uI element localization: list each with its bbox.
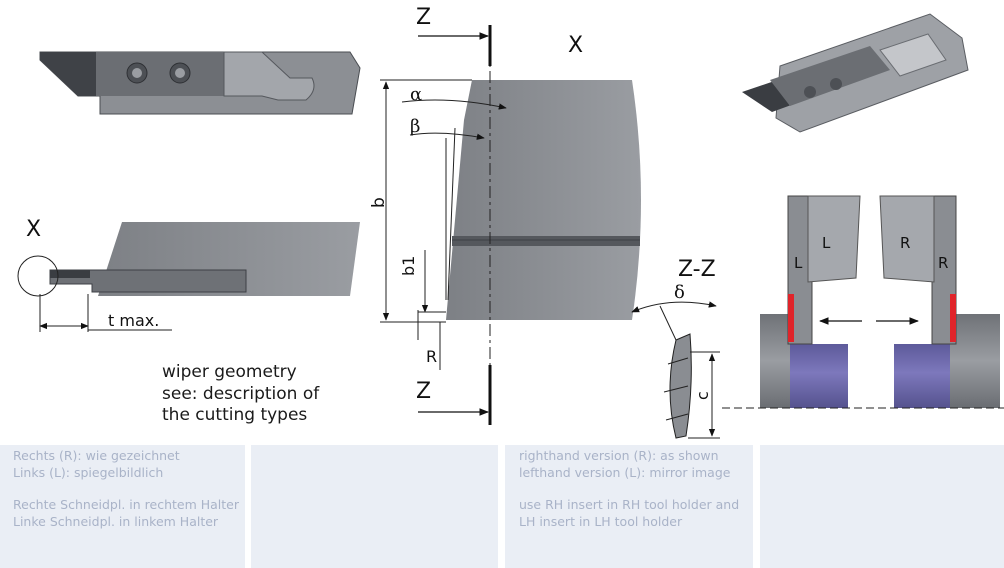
panel-english-line: righthand version (R): as shown — [519, 448, 719, 463]
label-left-blade: L — [794, 254, 803, 272]
panel-german-line: Rechts (R): wie gezeichnet — [13, 448, 180, 463]
panel-german-line: Linke Schneidpl. in linkem Halter — [13, 513, 219, 529]
panel-german-line: Rechte Schneidpl. in rechtem Halter — [13, 497, 240, 512]
dim-beta: β — [410, 116, 420, 137]
section-title-z-z: Z-Z — [678, 257, 716, 282]
section-z-z — [631, 301, 720, 439]
dim-b: b — [369, 197, 389, 208]
section-mark-z-top: Z — [416, 5, 431, 30]
detail-label-x-left: X — [26, 217, 41, 242]
panel-english-line: LH insert in LH tool holder — [519, 513, 683, 529]
dim-t-max: t max. — [108, 311, 159, 330]
tool-holder-isometric-view — [742, 13, 969, 133]
dim-b1: b1 — [399, 256, 418, 276]
label-left-insert: L — [822, 234, 831, 252]
label-right-blade: R — [938, 254, 948, 272]
detail-x-circle — [17, 255, 59, 297]
panel-blank-1 — [251, 445, 498, 568]
dim-alpha: α — [410, 84, 422, 105]
dim-delta: δ — [674, 282, 685, 303]
panel-english-line: lefthand version (L): mirror image — [519, 464, 731, 480]
wiper-note-line: see: description of — [162, 383, 320, 404]
wiper-note-line: the cutting types — [162, 405, 308, 425]
detail-x-side-view — [17, 222, 360, 332]
detail-label-x-main: X — [568, 33, 583, 58]
panel-english-line: use RH insert in RH tool holder and — [519, 497, 740, 512]
label-right-insert: R — [900, 234, 910, 252]
panel-german: Rechts (R): wie gezeichnet Links (L): sp… — [0, 445, 245, 568]
panel-german-line: Links (L): spiegelbildlich — [13, 464, 164, 480]
wiper-geometry-note: wiper geometry see: description of the c… — [162, 362, 319, 427]
dim-c: c — [693, 391, 712, 400]
tool-holder-side-view — [39, 51, 361, 115]
panel-blank-2 — [760, 445, 1004, 568]
blade-front-view — [380, 25, 641, 425]
wiper-note-line: wiper geometry — [162, 362, 297, 382]
hand-version-views — [722, 195, 1004, 409]
dim-r: R — [426, 347, 437, 366]
section-mark-z-bottom: Z — [416, 379, 431, 404]
panel-english: righthand version (R): as shown lefthand… — [505, 445, 753, 568]
